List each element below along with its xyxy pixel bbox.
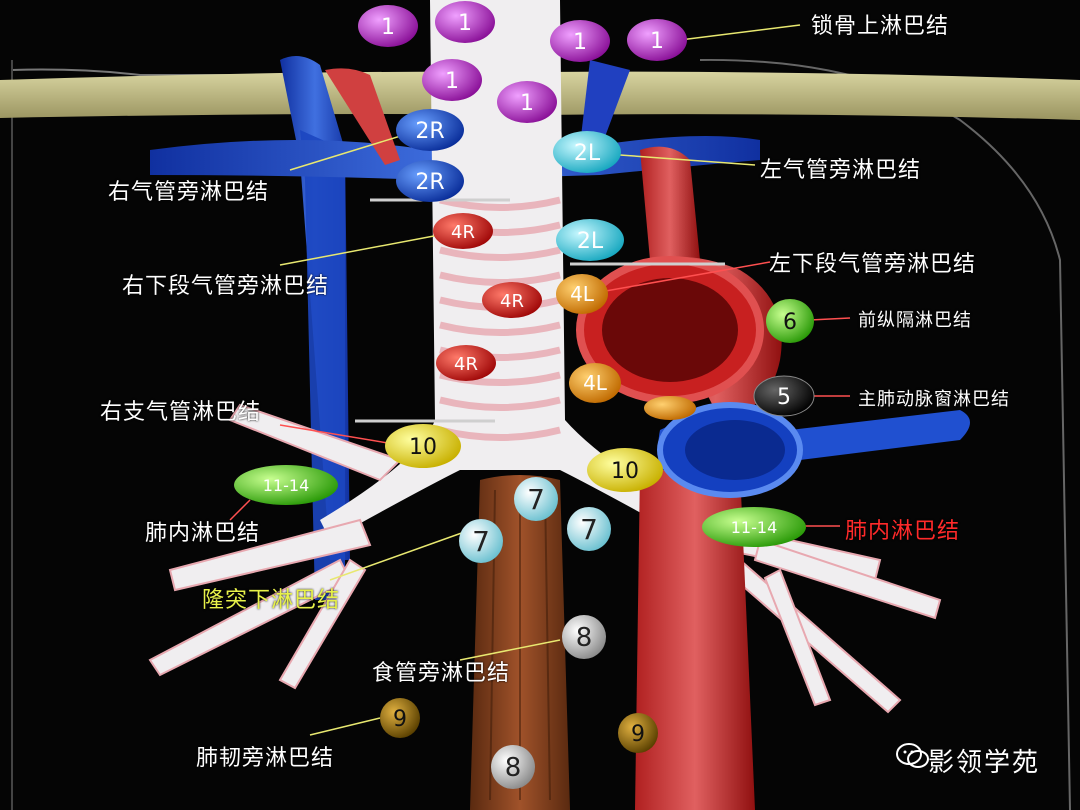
svg-text:9: 9 bbox=[393, 707, 407, 732]
label-pulmonary-ligament: 肺韧旁淋巴结 bbox=[196, 746, 335, 771]
label-left-lower-paratracheal: 左下段气管旁淋巴结 bbox=[769, 252, 977, 277]
node-station-5: 5 bbox=[753, 375, 815, 417]
label-subcarinal: 隆突下淋巴结 bbox=[202, 588, 341, 613]
svg-text:4L: 4L bbox=[570, 282, 595, 306]
watermark-text: 影领学苑 bbox=[927, 748, 1040, 778]
label-prevascular: 前纵隔淋巴结 bbox=[858, 310, 972, 331]
svg-text:1: 1 bbox=[520, 91, 534, 116]
svg-text:11-14: 11-14 bbox=[263, 476, 310, 495]
label-left-intrapulmonary: 肺内淋巴结 bbox=[845, 519, 961, 544]
svg-text:6: 6 bbox=[783, 310, 797, 335]
svg-text:9: 9 bbox=[631, 722, 645, 747]
node-station-1: 1 1 1 1 1 1 bbox=[358, 1, 687, 123]
svg-text:7: 7 bbox=[580, 513, 598, 546]
node-station-11-14: 11-14 11-14 bbox=[234, 465, 806, 547]
svg-text:4R: 4R bbox=[500, 291, 524, 312]
label-right-intrapulmonary: 肺内淋巴结 bbox=[145, 521, 261, 546]
label-supraclavicular: 锁骨上淋巴结 bbox=[811, 14, 950, 39]
svg-text:4R: 4R bbox=[454, 354, 478, 375]
svg-text:11-14: 11-14 bbox=[731, 518, 778, 537]
node-station-4L: 4L 4L bbox=[556, 274, 696, 420]
node-station-2R: 2R 2R bbox=[396, 109, 464, 202]
svg-text:7: 7 bbox=[527, 483, 545, 516]
node-station-6: 6 bbox=[766, 299, 814, 343]
label-right-paratracheal: 右气管旁淋巴结 bbox=[108, 180, 270, 205]
svg-text:1: 1 bbox=[381, 15, 395, 40]
svg-text:4L: 4L bbox=[583, 371, 608, 395]
svg-text:2L: 2L bbox=[574, 141, 601, 166]
node-station-2L: 2L 2L bbox=[553, 131, 624, 261]
svg-text:10: 10 bbox=[611, 459, 639, 484]
label-left-paratracheal: 左气管旁淋巴结 bbox=[760, 158, 922, 183]
node-station-10: 10 10 bbox=[385, 424, 663, 492]
svg-text:4R: 4R bbox=[451, 222, 475, 243]
svg-text:8: 8 bbox=[505, 753, 522, 783]
svg-text:8: 8 bbox=[576, 623, 593, 653]
svg-text:1: 1 bbox=[573, 30, 587, 55]
svg-text:2R: 2R bbox=[415, 119, 444, 144]
svg-text:5: 5 bbox=[777, 385, 791, 410]
node-station-8: 8 8 bbox=[491, 615, 606, 789]
svg-text:10: 10 bbox=[409, 435, 437, 460]
svg-text:2R: 2R bbox=[415, 170, 444, 195]
svg-text:1: 1 bbox=[445, 69, 459, 94]
label-right-lower-paratracheal: 右下段气管旁淋巴结 bbox=[122, 274, 330, 299]
label-paraesophageal: 食管旁淋巴结 bbox=[372, 661, 511, 686]
svg-text:2L: 2L bbox=[577, 229, 604, 254]
node-station-4R: 4R 4R 4R bbox=[433, 213, 542, 381]
wechat-icon bbox=[896, 743, 929, 768]
label-right-hilar: 右支气管淋巴结 bbox=[100, 400, 262, 425]
node-station-7: 7 7 7 bbox=[459, 477, 611, 563]
label-aortopulmonary: 主肺动脉窗淋巴结 bbox=[858, 389, 1010, 410]
node-station-9: 9 9 bbox=[380, 698, 658, 753]
svg-text:1: 1 bbox=[650, 29, 664, 54]
svg-text:1: 1 bbox=[458, 11, 472, 36]
svg-text:7: 7 bbox=[472, 525, 490, 558]
